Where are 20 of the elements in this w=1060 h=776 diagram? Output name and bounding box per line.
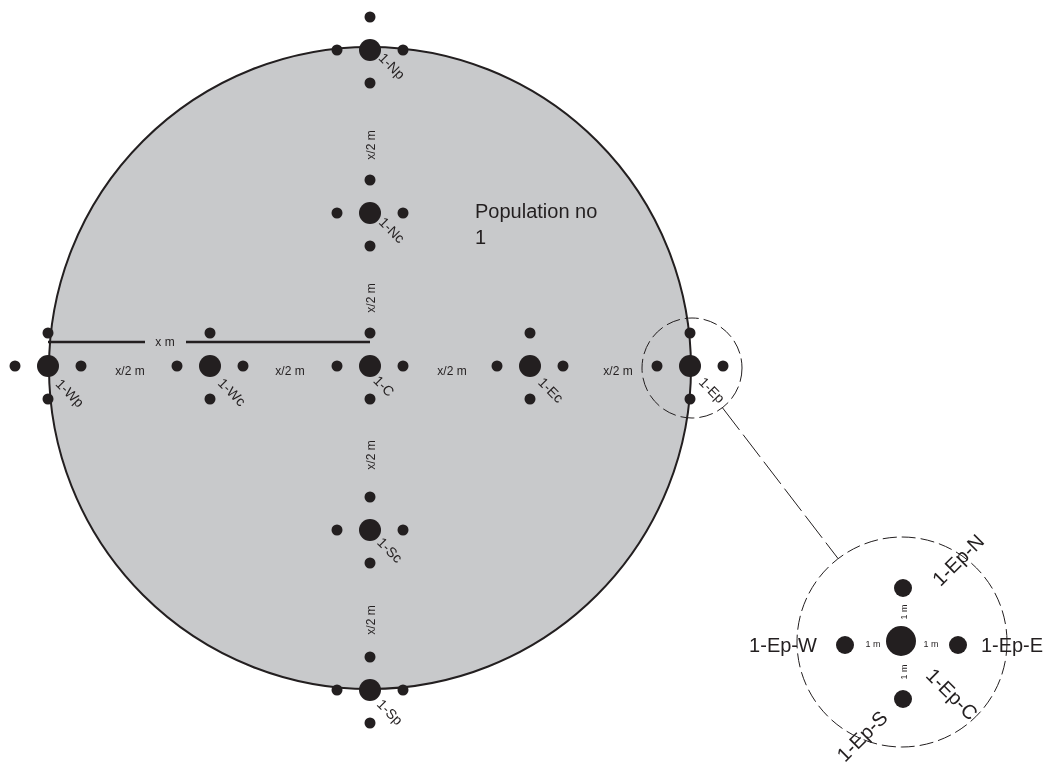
distance-label: 1 m — [899, 604, 909, 620]
dimension-label: x m — [153, 336, 177, 348]
distance-label: x/2 m — [437, 365, 467, 377]
distance-label: x/2 m — [275, 365, 305, 377]
distance-label: 1 m — [923, 639, 939, 649]
point-label: 1-Ep-W — [749, 635, 817, 655]
population-circle — [49, 47, 691, 689]
distance-label: 1 m — [899, 664, 909, 680]
point-label: 1-Ep-E — [980, 635, 1044, 655]
distance-label: x/2 m — [365, 130, 377, 160]
leader-line — [721, 407, 839, 560]
distance-label: 1 m — [865, 639, 881, 649]
zoom-circle — [642, 318, 742, 418]
distance-label: x/2 m — [365, 283, 377, 313]
distance-label: x/2 m — [365, 605, 377, 635]
population-label: Population no 1 — [475, 199, 599, 250]
distance-label: x/2 m — [603, 365, 633, 377]
distance-label: x/2 m — [115, 365, 145, 377]
distance-label: x/2 m — [365, 440, 377, 470]
station-label: 1-C — [371, 373, 397, 399]
